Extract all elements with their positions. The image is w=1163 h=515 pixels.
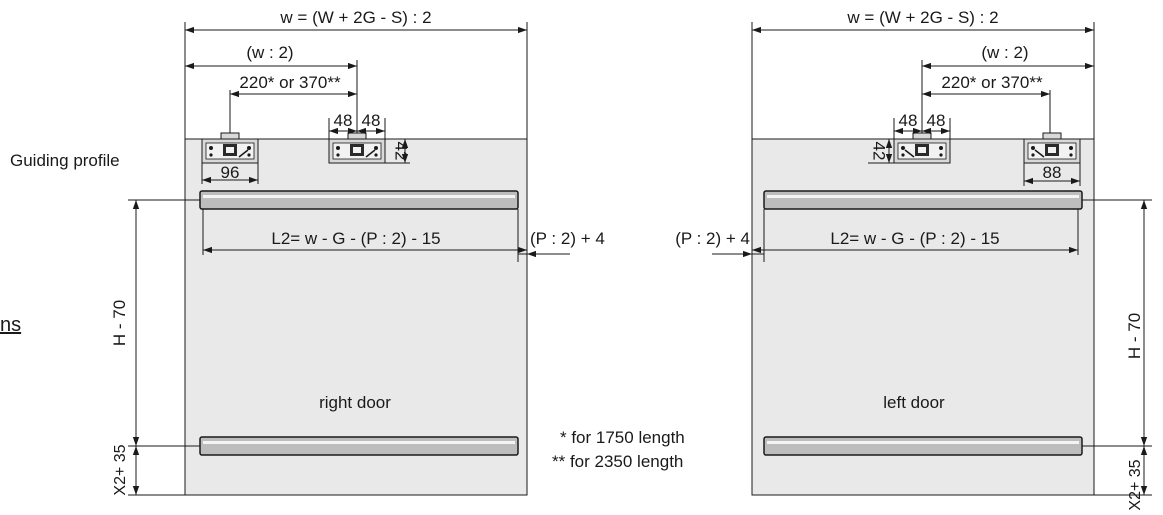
dim-48-label: 48 xyxy=(362,111,381,130)
center-fitting xyxy=(893,132,951,164)
dim-48-label: 48 xyxy=(334,111,353,130)
right-door-diagram: w = (W + 2G - S) : 2 (w : 2) 220* or 370… xyxy=(110,8,605,496)
top-guide-bar xyxy=(763,190,1083,210)
dim-48-label: 48 xyxy=(899,111,918,130)
l2-formula-label: L2= w - G - (P : 2) - 15 xyxy=(271,229,440,248)
bottom-offset-label: X2+ 35 xyxy=(112,444,129,495)
cut-off-heading: ns xyxy=(0,314,21,336)
guide-fitting xyxy=(201,132,259,164)
left-door-label: left door xyxy=(883,393,945,412)
width-formula-label: w = (W + 2G - S) : 2 xyxy=(279,8,431,27)
half-width-label: (w : 2) xyxy=(981,43,1028,62)
dim-48-label: 48 xyxy=(927,111,946,130)
center-fitting xyxy=(328,132,386,164)
top-guide-bar xyxy=(199,190,519,210)
bottom-offset-label: X2+ 35 xyxy=(1127,459,1144,510)
l2-formula-label: L2= w - G - (P : 2) - 15 xyxy=(830,229,999,248)
guide-fitting xyxy=(1023,132,1081,164)
height-formula-label: H - 70 xyxy=(110,300,129,346)
guiding-profile-label: Guiding profile xyxy=(10,151,120,170)
p-offset-label: (P : 2) + 4 xyxy=(675,229,750,248)
dim-88-label: 88 xyxy=(1043,163,1062,182)
p-offset-label: (P : 2) + 4 xyxy=(530,229,605,248)
bottom-guide-bar xyxy=(199,436,519,456)
dim-96-label: 96 xyxy=(221,163,240,182)
bottom-guide-bar xyxy=(763,436,1083,456)
right-door-label: right door xyxy=(319,393,391,412)
height-formula-label: H - 70 xyxy=(1125,313,1144,359)
left-door-diagram: w = (W + 2G - S) : 2 (w : 2) 220* or 370… xyxy=(675,8,1152,511)
offset-label: 220* or 370** xyxy=(239,73,341,92)
footnote-1750: * for 1750 length xyxy=(560,428,685,447)
footnote-2350: ** for 2350 length xyxy=(552,452,683,471)
offset-label: 220* or 370** xyxy=(941,73,1043,92)
dim-42-label: 42 xyxy=(870,142,889,161)
half-width-label: (w : 2) xyxy=(246,43,293,62)
dim-42-label: 42 xyxy=(392,142,411,161)
width-formula-label: w = (W + 2G - S) : 2 xyxy=(846,8,998,27)
